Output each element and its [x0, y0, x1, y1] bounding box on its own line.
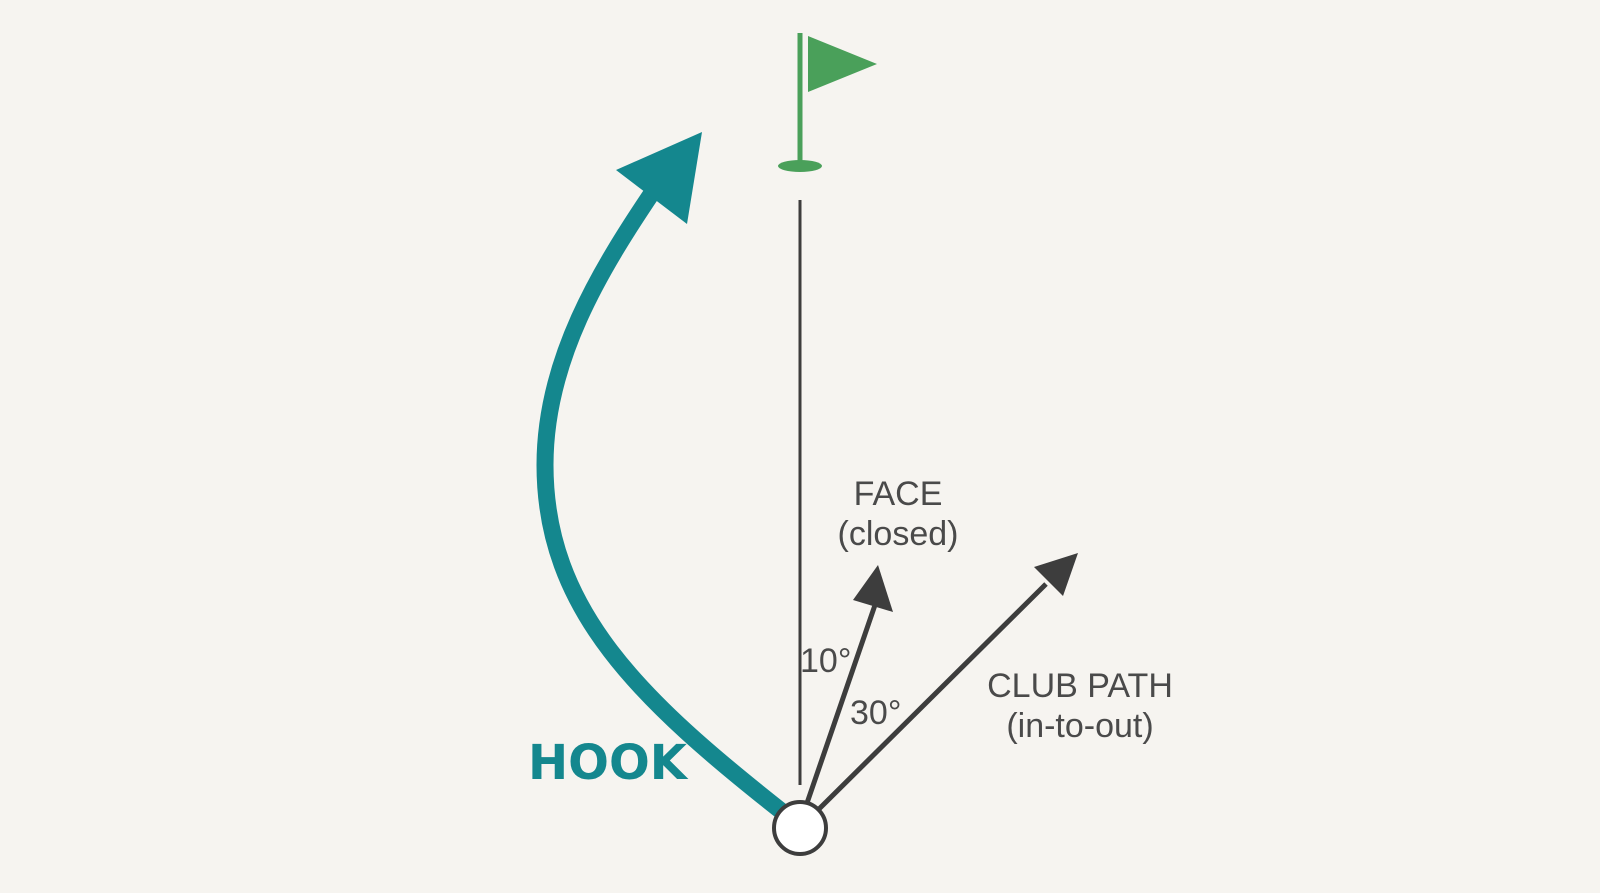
path-arrowhead [1034, 553, 1078, 596]
hook-arrowhead [616, 132, 702, 224]
face-label-line1: FACE [853, 475, 943, 513]
flag-icon [778, 33, 877, 172]
club-path-label: CLUB PATH (in-to-out) [980, 666, 1180, 746]
club-path-label-line1: CLUB PATH [987, 667, 1173, 705]
hook-label: HOOK [528, 735, 687, 791]
path-angle-label: 30° [850, 694, 902, 732]
ball-icon [772, 800, 828, 856]
face-arrow-line [803, 604, 878, 807]
hook-curve [536, 181, 794, 823]
club-path-label-line2: (in-to-out) [1006, 707, 1154, 745]
face-label-line2: (closed) [837, 515, 959, 553]
face-arrowhead [853, 565, 893, 612]
path-arrow-line [816, 582, 1048, 812]
face-angle-label: 10° [800, 642, 852, 680]
face-label: FACE (closed) [818, 474, 978, 554]
